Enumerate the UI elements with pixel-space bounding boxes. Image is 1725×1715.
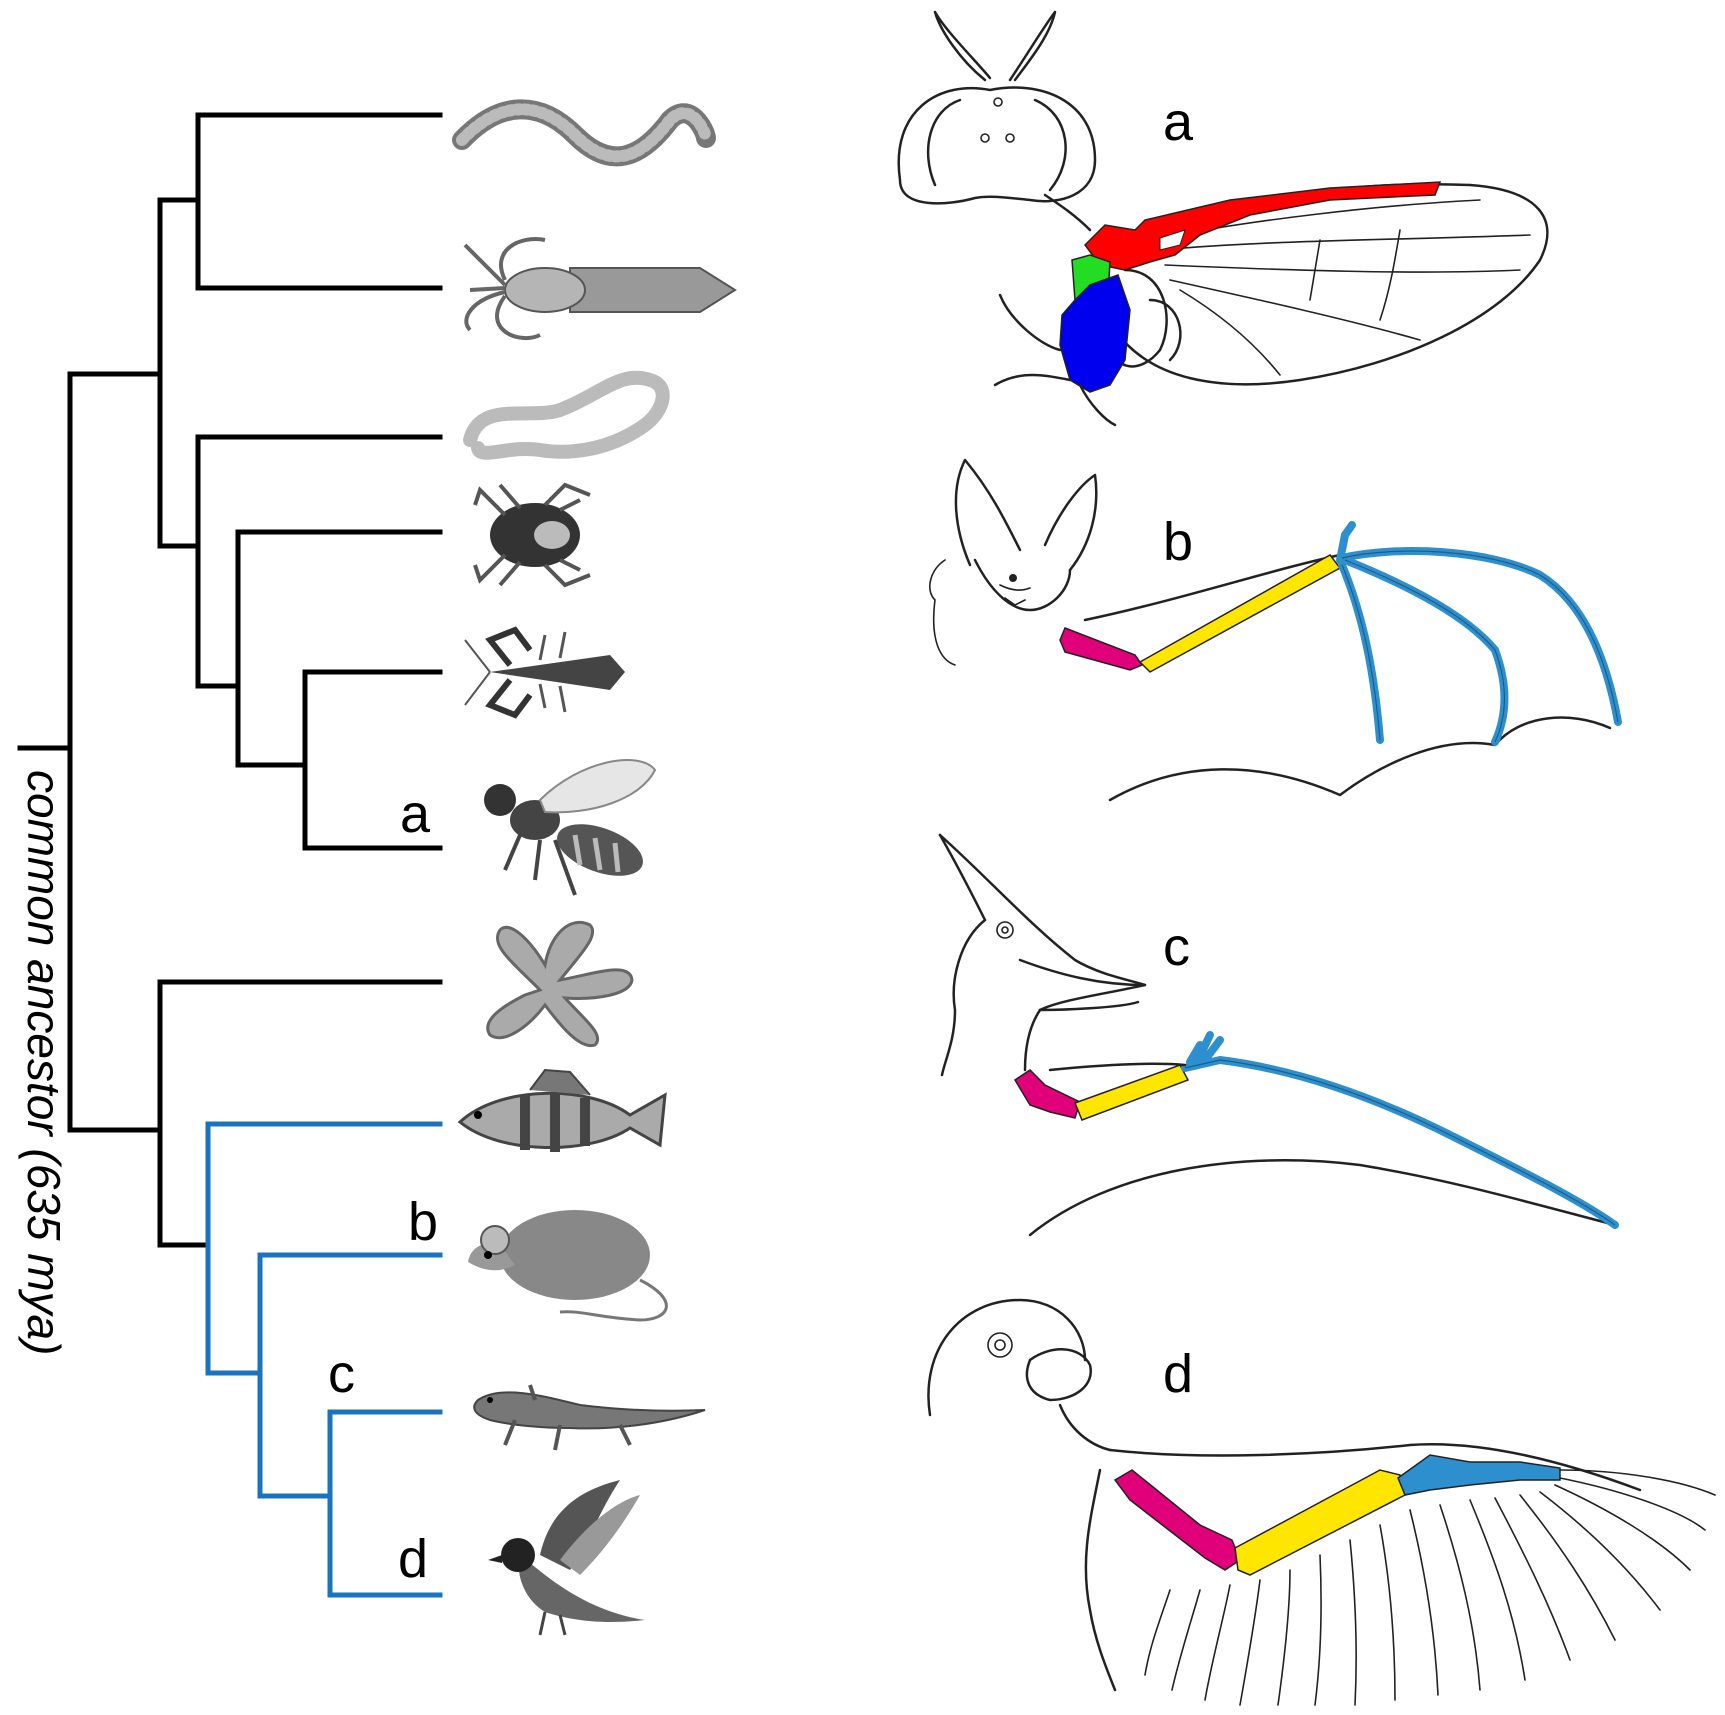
fish-icon (457, 1068, 667, 1152)
worm-icon (452, 99, 716, 167)
bird-hand (1397, 1454, 1561, 1496)
panel-label-d: d (1163, 1344, 1193, 1404)
tree-label-a: a (400, 784, 431, 844)
pterosaur-digits (1181, 1031, 1619, 1229)
blue-sclerite (1059, 274, 1131, 393)
panel-label-a: a (1163, 92, 1194, 152)
nematode-icon (463, 370, 670, 460)
panel-label-c: c (1163, 917, 1190, 977)
panel-c-pterosaur-wing: c (938, 833, 1619, 1237)
panel-label-b: b (1163, 512, 1193, 572)
bird-humerus (1113, 1469, 1241, 1571)
bird-icon (488, 1480, 645, 1636)
lobster-icon (464, 626, 625, 719)
costal-sclerite (1084, 181, 1442, 271)
tick-icon (473, 482, 591, 588)
tree-label-c: c (328, 1344, 355, 1404)
bird-feathers (1144, 1469, 1716, 1706)
panel-b-bat-wing: b (929, 458, 1622, 802)
squid-icon (463, 237, 737, 341)
tree-label-d: d (398, 1529, 428, 1589)
taxon-icons (452, 99, 737, 1636)
panel-a-fly-wing: a (897, 10, 1549, 427)
pterosaur-radius-ulna (1074, 1064, 1190, 1121)
tree-label-b: b (408, 1192, 438, 1252)
common-ancestor-label: common ancestor (635 mya) (18, 770, 70, 1355)
rat-icon (468, 1210, 668, 1322)
phylogenetic-tree: a b c d common ancestor (635 mya) (17, 112, 443, 1598)
bee-icon (484, 759, 657, 896)
panel-d-bird-wing: d (927, 1298, 1716, 1706)
salamander-icon (473, 1384, 706, 1451)
bat-radius-ulna (1138, 554, 1342, 673)
bat-humerus (1059, 627, 1144, 671)
starfish-icon (486, 920, 634, 1048)
pterosaur-humerus (1013, 1069, 1081, 1119)
